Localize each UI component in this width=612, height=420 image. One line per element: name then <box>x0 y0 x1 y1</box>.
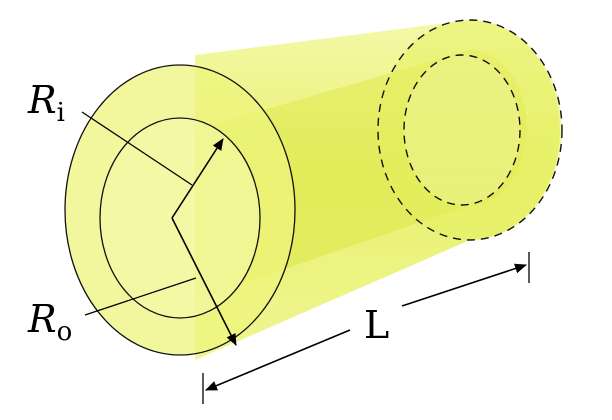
outer-radius-subscript: o <box>57 317 73 347</box>
outer-radius-label: Ro <box>27 297 72 347</box>
inner-radius-subscript: i <box>57 98 65 128</box>
inner-radius-main: R <box>27 78 57 122</box>
far-end-outer-circle <box>377 19 563 241</box>
inner-radius-leader <box>81 111 193 186</box>
outer-radius-main: R <box>27 297 57 341</box>
inner-radius-label: Ri <box>27 78 65 128</box>
outer-radius-arrow <box>171 217 237 346</box>
outer-radius-leader <box>84 277 197 316</box>
length-arrow-left <box>205 329 351 391</box>
near-end-inner-circle <box>99 117 261 319</box>
length-label: L <box>364 303 389 347</box>
inner-radius-arrow <box>171 138 224 219</box>
length-arrow-right <box>401 263 527 307</box>
far-end-inner-circle <box>403 54 521 206</box>
